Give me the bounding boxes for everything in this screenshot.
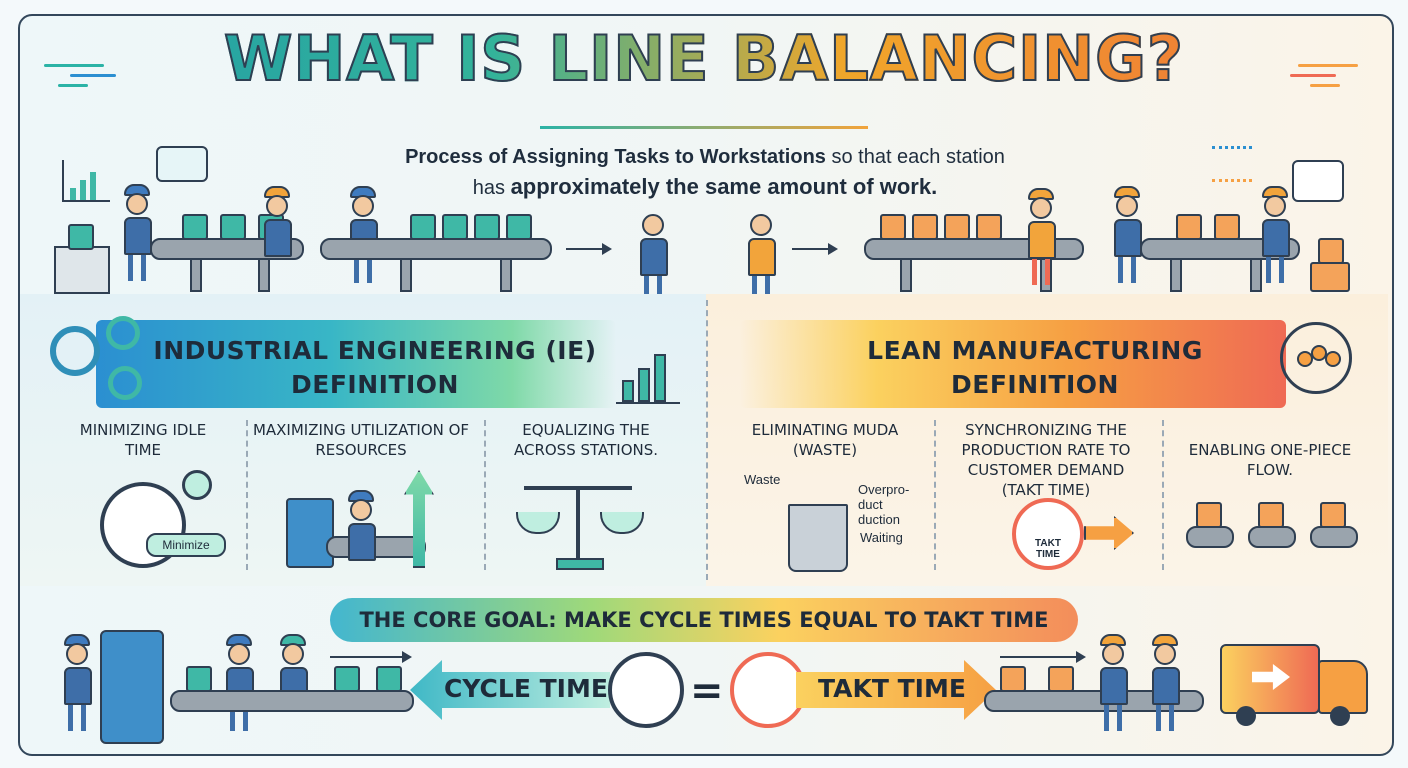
flow-arrow: [1000, 651, 1086, 663]
control-panel-icon: [100, 630, 164, 744]
worker-icon: [640, 214, 668, 302]
gear-icon: [50, 326, 100, 376]
balance-scale-icon: [516, 476, 644, 570]
subtitle-rest-1: so that each station: [825, 146, 1005, 168]
lean-title: LEAN MANUFACTURING DEFINITION: [850, 334, 1220, 402]
cycle-clock-icon: [608, 652, 684, 728]
flow-arrow: [330, 651, 412, 663]
page-title: WHAT IS LINE BALANCING?: [0, 21, 1408, 96]
chart-icon: [62, 160, 110, 202]
growth-chart-icon: [616, 330, 680, 404]
one-piece-flow-icon: [1186, 500, 1358, 570]
box-stack: [1310, 262, 1350, 292]
equals-sign: =: [690, 668, 724, 714]
worker-icon: [348, 490, 376, 561]
takt-clock-icon: [1012, 498, 1084, 570]
gear-icon: [106, 316, 140, 350]
list-icon: [1212, 146, 1252, 182]
trash-can-icon: [788, 504, 848, 572]
section-divider: [706, 300, 708, 580]
ie-title: INDUSTRIAL ENGINEERING (IE) DEFINITION: [150, 334, 600, 402]
lean-title-line1: LEAN MANUFACTURING: [867, 336, 1203, 365]
lean-col-takt: SYNCHRONIZING THE PRODUCTION RATE TO CUS…: [961, 421, 1131, 499]
core-goal-banner: THE CORE GOAL: MAKE CYCLE TIMES EQUAL TO…: [330, 598, 1078, 642]
conveyor-belt: [320, 238, 552, 260]
subtitle: Process of Assigning Tasks to Workstatio…: [300, 142, 1110, 203]
ie-title-band: [96, 320, 616, 408]
waiting-label: Waiting: [860, 530, 903, 545]
ie-col-utilization: MAXIMIZING UTILIZATION OF RESOURCES: [252, 421, 470, 459]
worker-icon: [264, 186, 292, 257]
overproduction-label: Overpro-duct duction: [858, 482, 910, 527]
worker-icon: [350, 186, 378, 283]
takt-clock-label: TAKT TIME: [1035, 538, 1061, 560]
conveyor-belt: [326, 536, 426, 558]
ie-col-equalizing: EQUALIZING THE ACROSS STATIONS.: [513, 421, 659, 459]
subtitle-bold-2: approximately the same amount of work.: [510, 174, 938, 199]
worker-icon: [1262, 186, 1290, 283]
chat-icon: [156, 146, 208, 182]
takt-time-label: TAKT TIME: [818, 674, 966, 703]
cycle-times-label: CYCLE TIMES: [444, 674, 626, 703]
gear-icon: [108, 366, 142, 400]
subtitle-pre-2: has: [472, 177, 511, 199]
ie-title-line2: DEFINITION: [291, 370, 459, 399]
flow-arrow: [566, 243, 612, 255]
takt-clock-icon-bottom: [730, 652, 806, 728]
lean-title-band: [740, 320, 1286, 408]
worker-icon: [748, 214, 776, 302]
worker-icon: [1100, 634, 1128, 731]
flow-arrow: [792, 243, 838, 255]
ie-col-idle-time: MINIMIZING IDLE TIME: [79, 421, 207, 459]
minimize-badge: Minimize: [146, 533, 226, 557]
subtitle-bold-1: Process of Assigning Tasks to Workstatio…: [405, 146, 826, 168]
machine-block: [54, 246, 110, 294]
lean-col-flow: ENABLING ONE-PIECE FLOW.: [1188, 441, 1352, 479]
ie-title-line1: INDUSTRIAL ENGINEERING (IE): [153, 336, 597, 365]
worker-icon: [1152, 634, 1180, 731]
trend-chart-icon: [1292, 160, 1344, 202]
worker-icon: [124, 184, 152, 281]
worker-icon: [280, 634, 308, 705]
delivery-truck-icon: [1220, 644, 1370, 726]
conveyor-belt: [170, 690, 414, 712]
check-icon: [182, 470, 212, 500]
machine-icon: [286, 498, 334, 568]
team-icon: [1280, 322, 1352, 394]
waste-label: Waste: [744, 472, 781, 487]
worker-icon: [226, 634, 254, 731]
worker-icon: [1114, 186, 1142, 283]
conveyor-belt: [984, 690, 1204, 712]
lean-title-line2: DEFINITION: [951, 370, 1119, 399]
box: [68, 224, 94, 250]
worker-icon: [1028, 188, 1056, 285]
title-underline: [540, 126, 868, 129]
worker-icon: [64, 634, 92, 731]
lean-col-muda: ELIMINATING MUDA (WASTE): [751, 421, 899, 459]
